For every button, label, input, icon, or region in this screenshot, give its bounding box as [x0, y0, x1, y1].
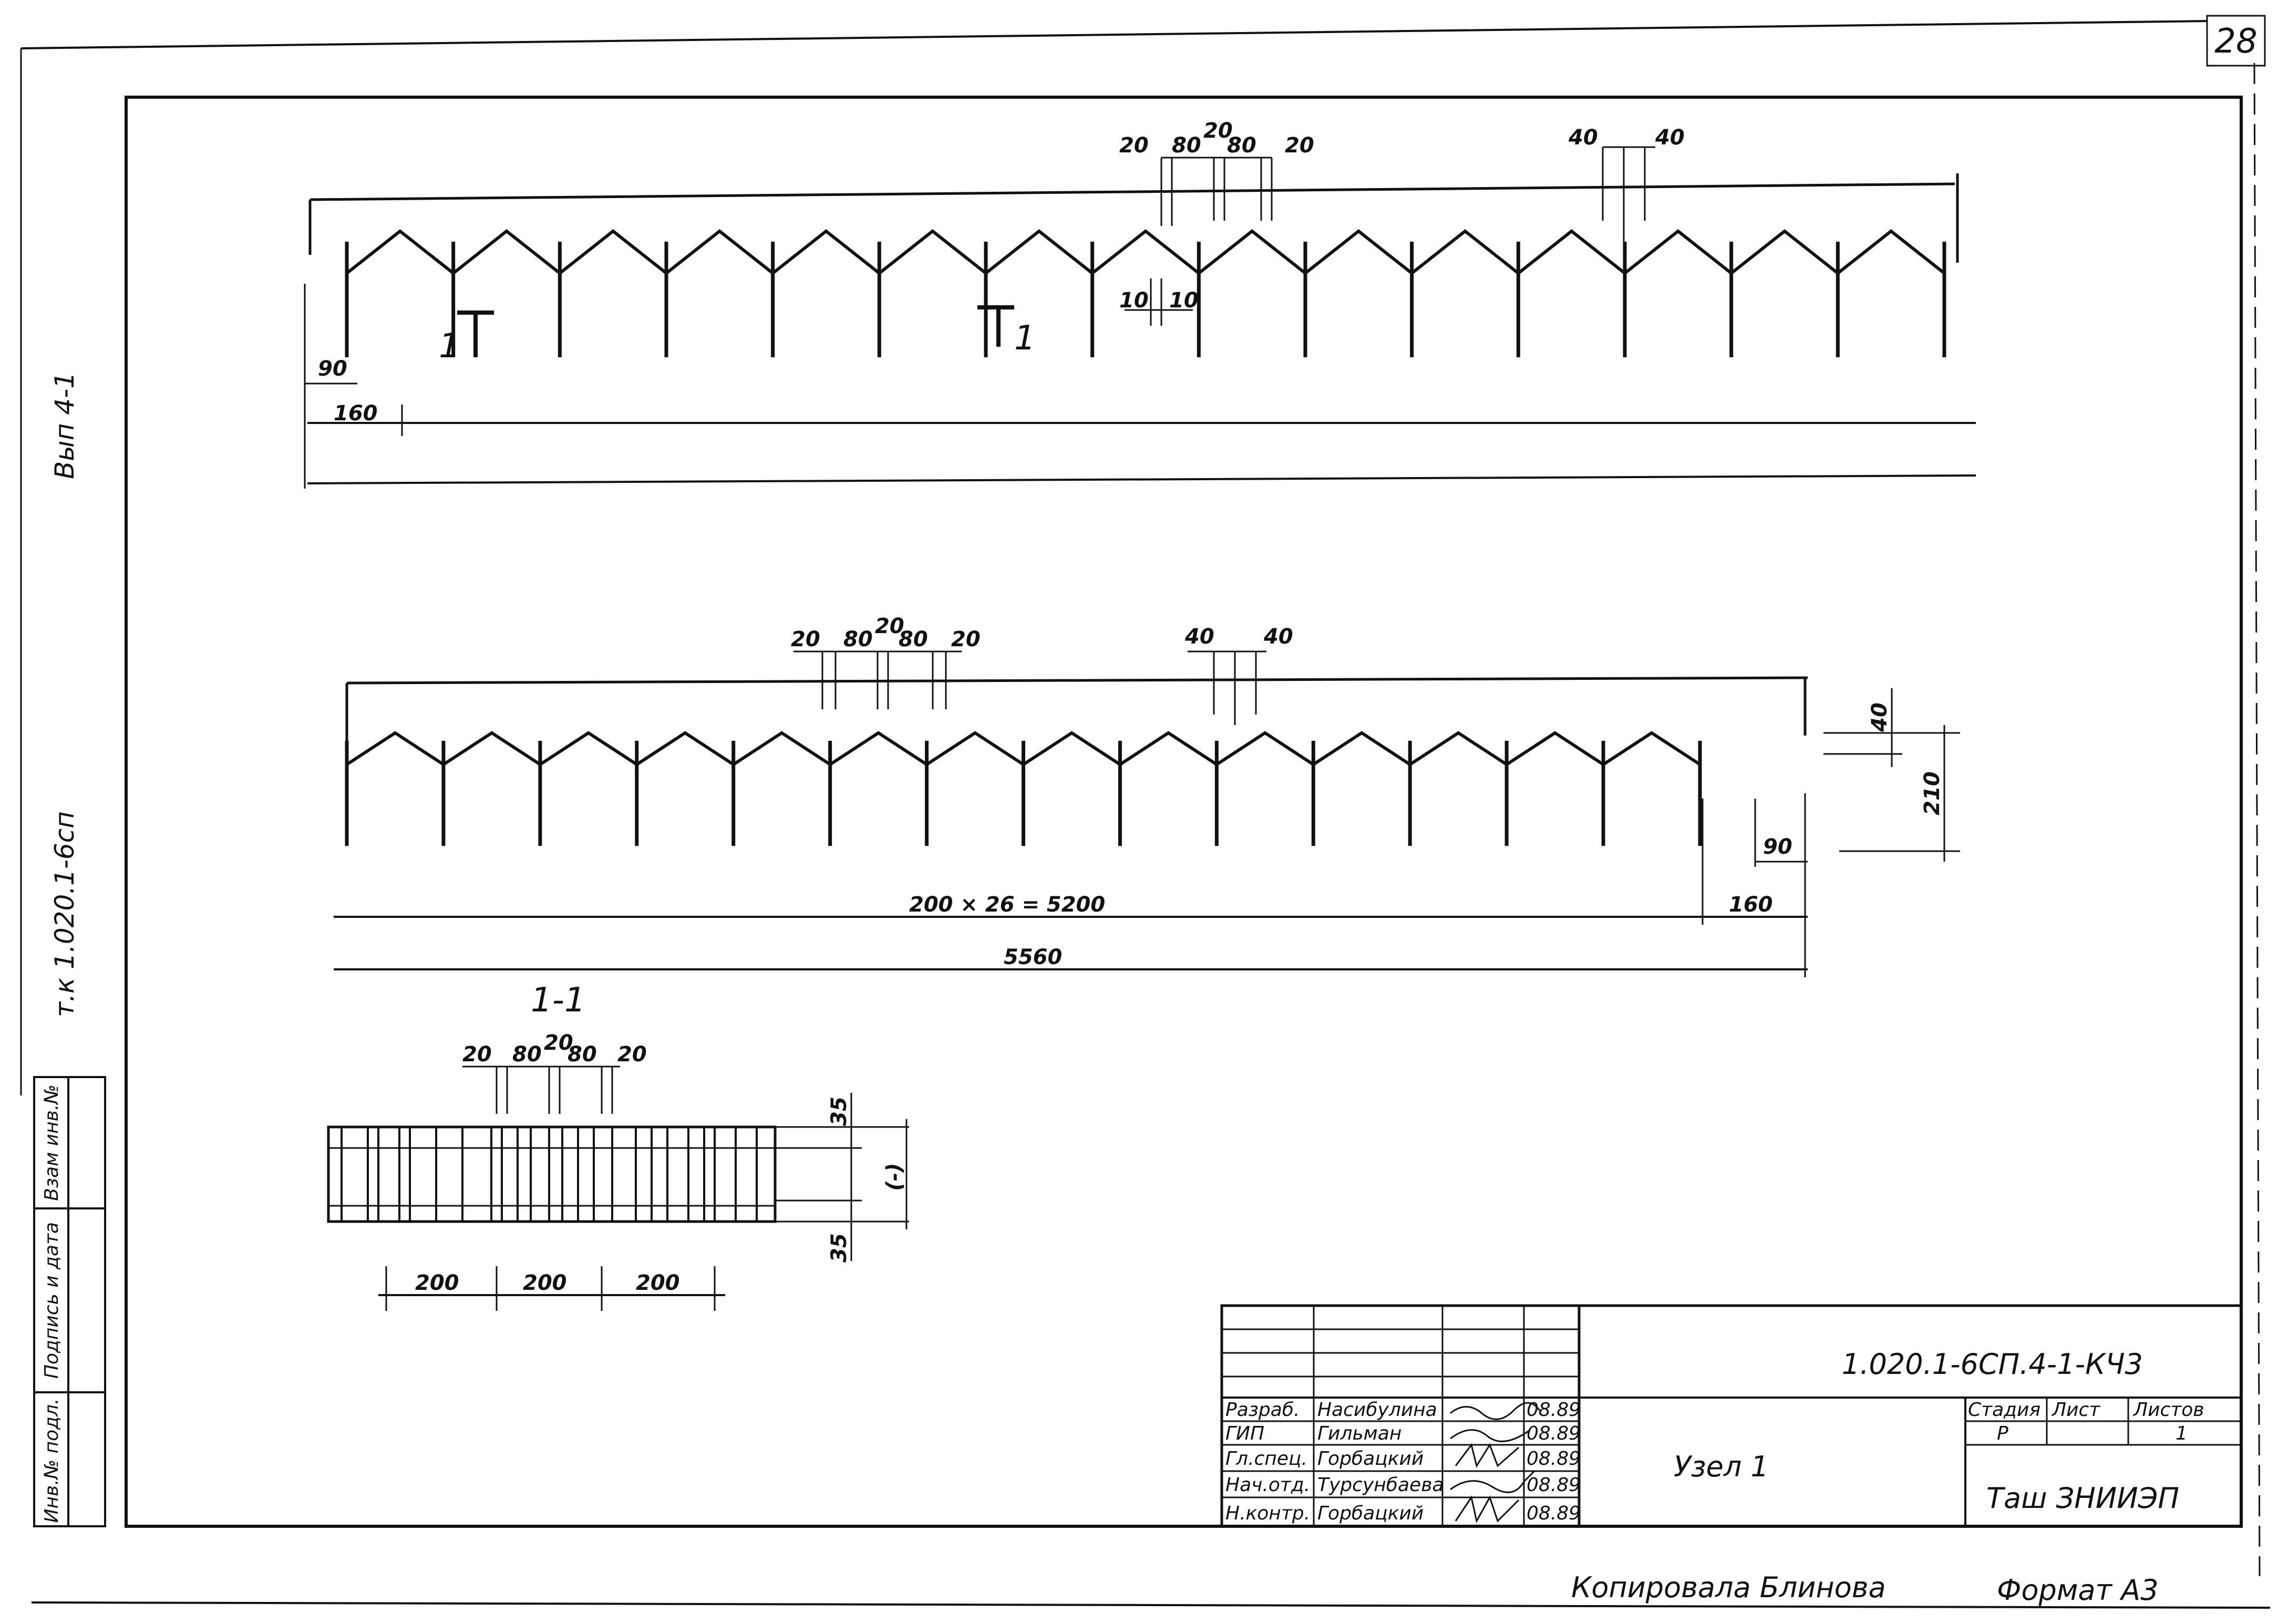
sec-dim-35-top: 35 — [827, 1097, 851, 1126]
sec-dim-20-a: 20 — [462, 1042, 492, 1067]
top-dim-20-c: 20 — [1285, 133, 1314, 158]
row-role: Разраб. — [1225, 1399, 1300, 1421]
top-view-truss-zigzag — [346, 229, 1945, 275]
mid-dim-20-c: 20 — [951, 627, 981, 651]
sheet-number: 28 — [2214, 22, 2257, 61]
value-sheets: 1 — [2176, 1423, 2188, 1444]
signatures — [1450, 1402, 1541, 1524]
stamp-inv-podl: Инв.№ подл. — [41, 1399, 63, 1523]
row-role: Н.контр. — [1225, 1503, 1310, 1524]
organization: Таш ЗНИИЭП — [1986, 1482, 2179, 1515]
sec-dim-20-c: 20 — [617, 1042, 647, 1067]
mid-dim-40-a: 40 — [1184, 625, 1214, 649]
mid-dim-total: 5560 — [1004, 945, 1062, 969]
sec-dim-20-b: 20 — [544, 1031, 573, 1055]
value-stage: Р — [1997, 1423, 2008, 1444]
row-role: Нач.отд. — [1225, 1474, 1310, 1496]
sec-dim-200-c: 200 — [636, 1271, 680, 1295]
top-dim-10-b: 10 — [1169, 288, 1199, 313]
section-vertical-lines — [341, 1127, 758, 1222]
drawing-code: 1.020.1-6СП.4-1-КЧ3 — [1842, 1348, 2143, 1381]
header-stage: Стадия — [1968, 1399, 2040, 1421]
mid-dim-chain: 200 × 26 = 5200 — [909, 893, 1105, 917]
row-name: Насибулина — [1317, 1399, 1437, 1421]
row-date: 08.89 — [1527, 1399, 1581, 1421]
sec-dim-35-bottom: 35 — [827, 1233, 851, 1263]
sec-dim-200-b: 200 — [523, 1271, 567, 1295]
issue-label: Вып 4-1 — [49, 372, 80, 479]
row-date: 08.89 — [1527, 1503, 1581, 1524]
series-label: т.к 1.020.1-6сп — [49, 811, 80, 1017]
sheet-format: Формат А3 — [1997, 1574, 2159, 1607]
mid-dim-80-a: 80 — [843, 627, 873, 651]
sec-dim-side: (-) — [882, 1163, 906, 1191]
row-name: Горбацкий — [1317, 1448, 1424, 1470]
header-sheets: Листов — [2132, 1399, 2204, 1421]
sheet-frame — [20, 20, 2271, 1609]
mid-dim-210: 210 — [1920, 771, 1944, 815]
section-view — [327, 1066, 909, 1311]
sec-dim-80-a: 80 — [512, 1042, 542, 1067]
middle-view — [334, 650, 1960, 977]
row-date: 08.89 — [1527, 1423, 1581, 1444]
top-dim-40-b: 40 — [1655, 126, 1685, 150]
header-sheet: Лист — [2051, 1399, 2100, 1421]
section-label: 1-1 — [531, 981, 586, 1020]
top-dim-20-b: 20 — [1203, 119, 1233, 143]
left-stamp — [33, 1076, 106, 1527]
stamp-signature-date: Подпись и дата — [41, 1222, 63, 1379]
copied-by: Копировала Блинова — [1571, 1571, 1886, 1604]
stamp-vzam-inv: Взам инв.№ — [41, 1084, 63, 1201]
row-date: 08.89 — [1527, 1448, 1581, 1470]
top-dim-10-a: 10 — [1119, 288, 1149, 313]
drawing-title: Узел 1 — [1674, 1450, 1769, 1483]
row-date: 08.89 — [1527, 1474, 1581, 1496]
title-block — [1220, 1304, 2243, 1528]
top-dim-80-b: 80 — [1227, 133, 1256, 158]
top-view-dimension-texts: 20 80 20 80 20 40 40 10 10 90 160 1 1 — [318, 119, 1685, 426]
middle-view-dimension-texts: 20 80 20 80 20 40 40 40 210 90 160 200 ×… — [791, 614, 1944, 969]
top-dim-80-a: 80 — [1172, 133, 1201, 158]
row-name: Горбацкий — [1317, 1503, 1424, 1524]
mid-dim-40-b: 40 — [1263, 625, 1293, 649]
middle-view-bars — [345, 741, 1702, 846]
row-role: ГИП — [1225, 1423, 1264, 1444]
top-dim-90: 90 — [318, 357, 347, 381]
mid-dim-90: 90 — [1763, 835, 1792, 859]
row-role: Гл.спец. — [1225, 1448, 1307, 1470]
sec-dim-200-a: 200 — [415, 1271, 459, 1295]
top-section-mark-left: 1 — [439, 327, 460, 366]
mid-dim-80-b: 80 — [899, 627, 928, 651]
mid-dim-20-a: 20 — [791, 627, 820, 651]
top-view — [304, 146, 1976, 489]
mid-dim-40-vertical: 40 — [1868, 702, 1892, 732]
sec-dim-80-b: 80 — [568, 1042, 597, 1067]
mid-dim-160: 160 — [1729, 893, 1773, 917]
row-name: Гильман — [1317, 1423, 1401, 1444]
section-dimension-texts: 20 80 20 80 20 35 35 (-) 200 200 200 — [415, 1031, 906, 1295]
row-name: Турсунбаева — [1317, 1474, 1444, 1496]
sheet-number-box: 28 — [2206, 15, 2266, 67]
top-view-bars — [345, 242, 1946, 357]
top-dim-40-a: 40 — [1568, 126, 1598, 150]
top-dim-20-a: 20 — [1119, 133, 1149, 158]
title-block-texts: 1.020.1-6СП.4-1-КЧ3 Узел 1 Таш ЗНИИЭП Ст… — [1225, 1348, 2204, 1524]
top-dim-160: 160 — [334, 401, 378, 426]
top-section-mark-right: 1 — [1014, 319, 1036, 358]
mid-dim-20-b: 20 — [875, 614, 904, 638]
